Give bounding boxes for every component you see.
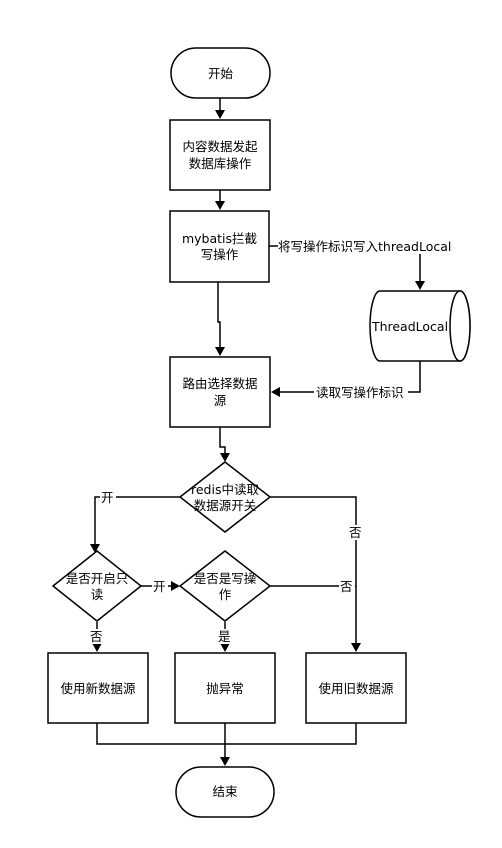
arrowhead	[220, 757, 230, 766]
node-readonly-check: 是否开启只 读	[51, 550, 143, 622]
node-redis-switch-line1: redis中读取	[191, 482, 259, 497]
node-threadlocal-label: ThreadLocal	[371, 319, 448, 334]
edge-label-yes: 是	[218, 629, 231, 644]
node-threadlocal: ThreadLocal	[369, 290, 471, 362]
node-throw-label: 抛异常	[206, 681, 244, 696]
edge-label-write-flag: 将写操作标识写入threadLocal	[278, 239, 451, 254]
edge-label-read-flag: 读取写操作标识	[316, 385, 404, 400]
node-use-old-label: 使用旧数据源	[318, 681, 394, 696]
node-write-check-line2: 作	[219, 587, 232, 602]
edge-label-no: 否	[340, 579, 353, 594]
node-route-line2: 源	[214, 393, 227, 408]
arrowhead	[271, 387, 280, 397]
arrowhead	[90, 544, 100, 553]
edge-new-to-end	[96, 723, 225, 745]
node-redis-switch: redis中读取 数据源开关	[178, 461, 272, 533]
edge-label-open: 开	[153, 579, 166, 594]
node-end: 结束	[175, 766, 275, 818]
arrowhead	[220, 453, 230, 462]
node-mybatis-line1: mybatis拦截	[182, 231, 257, 246]
node-route-line1: 路由选择数据	[182, 376, 257, 391]
node-end-label: 结束	[212, 784, 238, 799]
edge-mybatis-to-route	[217, 282, 221, 350]
edge-label-no: 否	[90, 629, 103, 644]
arrowhead	[92, 643, 102, 652]
edge-redis-open	[94, 496, 180, 546]
arrowhead	[220, 643, 230, 652]
node-content-db-op-line2: 数据库操作	[189, 156, 252, 171]
edge-label-no: 否	[349, 525, 362, 540]
node-use-new: 使用新数据源	[47, 652, 149, 724]
node-start: 开始	[170, 47, 271, 99]
node-write-check-line1: 是否是写操	[194, 571, 257, 586]
edge-route-to-redis	[219, 427, 226, 455]
arrowhead	[215, 201, 225, 210]
node-content-db-op: 内容数据发起 数据库操作	[169, 119, 271, 191]
arrowhead	[215, 347, 225, 356]
node-mybatis: mybatis拦截 写操作	[169, 210, 270, 283]
edge-old-to-end	[225, 723, 357, 745]
node-mybatis-line2: 写操作	[201, 247, 239, 262]
edge-labels: 将写操作标识写入threadLocal 读取写操作标识 开 否 开 否 是 否	[89, 237, 460, 644]
node-readonly-check-line1: 是否开启只	[66, 571, 129, 586]
arrowhead	[351, 643, 361, 652]
edge-redis-no	[270, 496, 357, 645]
node-route: 路由选择数据 源	[169, 356, 271, 428]
arrowhead	[171, 581, 180, 591]
node-use-old: 使用旧数据源	[305, 652, 407, 724]
arrowhead	[215, 110, 225, 119]
node-throw: 抛异常	[174, 652, 276, 724]
edge-label-open: 开	[101, 490, 114, 505]
node-content-db-op-line1: 内容数据发起	[182, 139, 258, 154]
node-redis-switch-line2: 数据源开关	[194, 498, 257, 513]
node-write-check: 是否是写操 作	[178, 550, 272, 622]
node-start-label: 开始	[208, 66, 234, 81]
node-use-new-label: 使用新数据源	[60, 681, 136, 696]
node-readonly-check-line2: 读	[91, 587, 104, 602]
arrowhead	[415, 281, 425, 290]
